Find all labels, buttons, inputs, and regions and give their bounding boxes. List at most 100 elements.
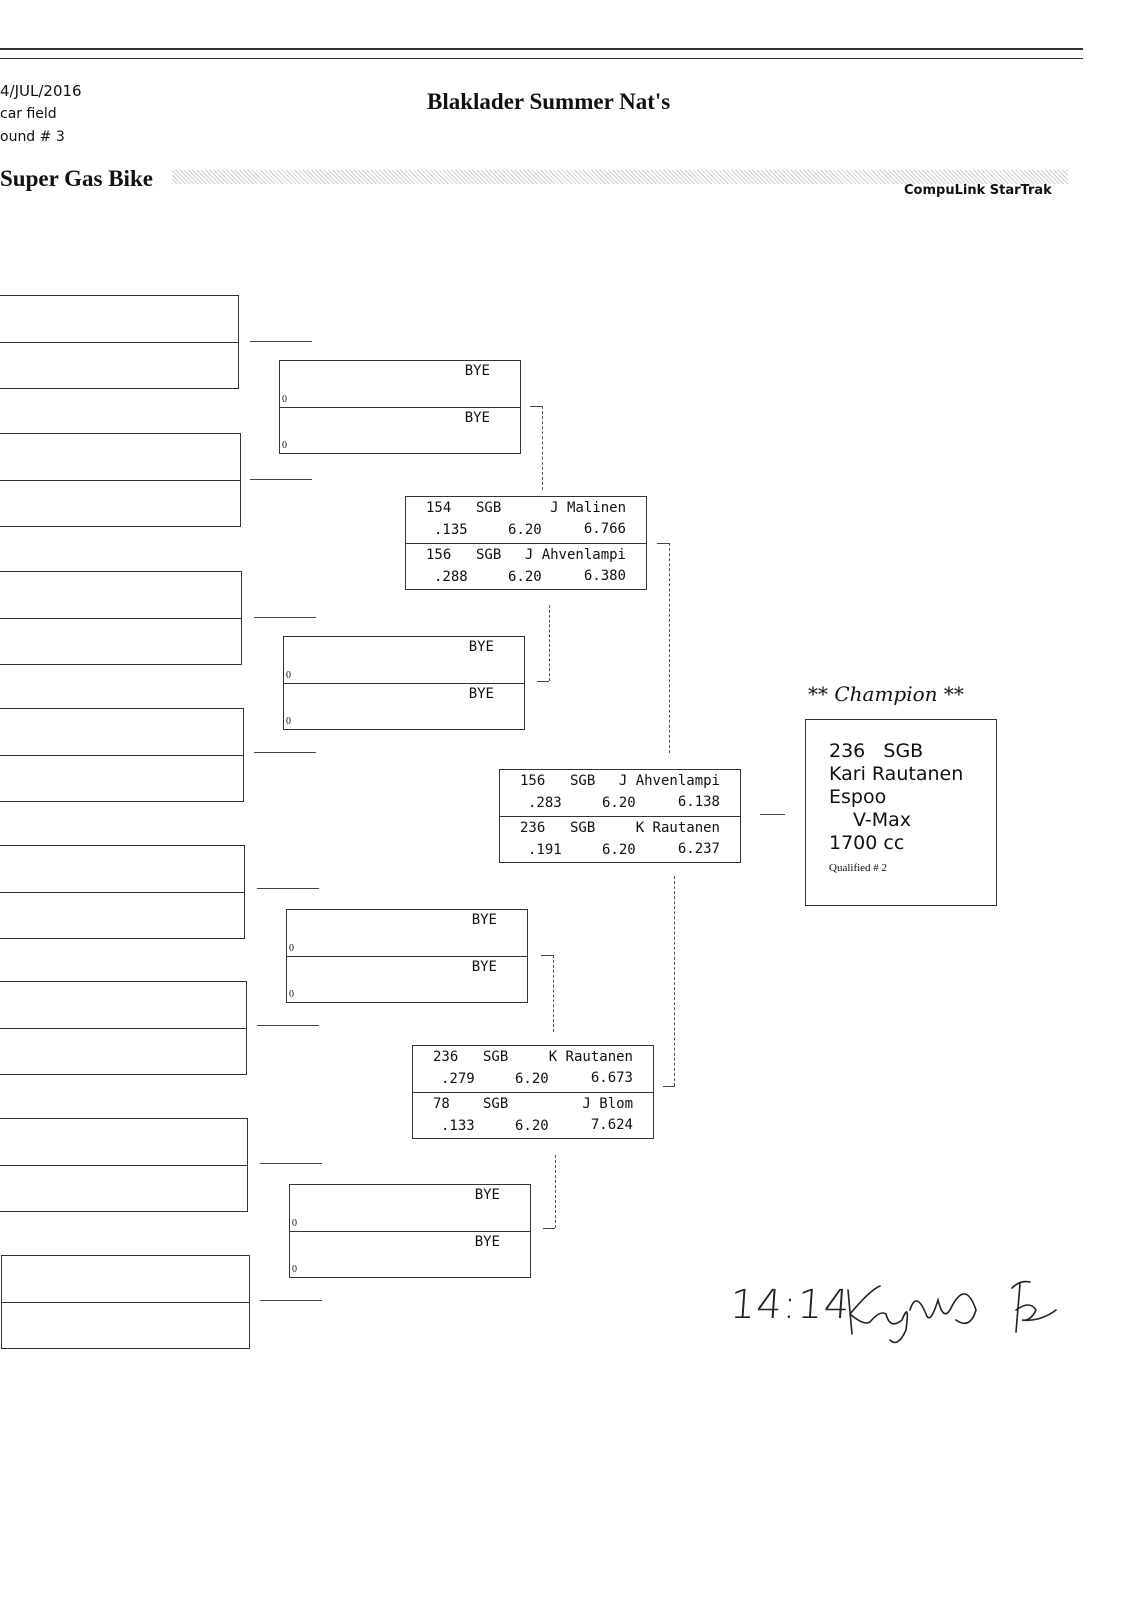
- elapsed-time: 7.624: [590, 1117, 633, 1133]
- reaction-time: .279: [441, 1071, 475, 1087]
- car-number: 236: [433, 1049, 459, 1065]
- car-number: 78: [433, 1096, 450, 1112]
- score: 0: [286, 670, 291, 681]
- round1-match: [0, 433, 241, 527]
- bracket-connector: [657, 543, 669, 544]
- elapsed-time: 6.138: [677, 794, 720, 810]
- lane-slot: [0, 1028, 246, 1074]
- bracket-connector: [549, 605, 550, 681]
- lane-slot: [0, 892, 244, 938]
- class-title: Super Gas Bike: [0, 166, 153, 191]
- driver-name: J Ahvenlampi: [618, 773, 720, 789]
- score: 0: [282, 440, 287, 451]
- dial-in: 6.20: [508, 569, 542, 585]
- lane-slot: [0, 1119, 247, 1165]
- signature-time: 14:14: [728, 1282, 852, 1328]
- lane-slot: [0, 982, 246, 1028]
- elapsed-time: 6.766: [583, 521, 626, 537]
- bracket-connector: [760, 814, 785, 815]
- champion-city: Espoo: [829, 786, 887, 808]
- round1-match: [0, 1255, 250, 1349]
- bracket-connector: [542, 406, 543, 490]
- dial-in: 6.20: [602, 795, 636, 811]
- score: 0: [289, 989, 294, 1000]
- bye-label: BYE: [468, 686, 494, 702]
- lane-slot: [1, 1302, 249, 1348]
- bracket-connector: [541, 955, 553, 956]
- lane-slot: [0, 1165, 247, 1211]
- champion-heading: ** Champion **: [808, 682, 964, 706]
- score: 0: [289, 943, 294, 954]
- shaded-bar: [172, 170, 1068, 184]
- class: SGB: [476, 547, 502, 563]
- bye-label: BYE: [471, 912, 497, 928]
- lane-slot: [0, 434, 240, 480]
- champion-number: 236: [829, 740, 866, 762]
- bye-label: BYE: [464, 363, 490, 379]
- car-number: 156: [426, 547, 452, 563]
- bracket-connector: [254, 617, 316, 618]
- field: car field: [0, 106, 57, 122]
- class: SGB: [483, 1049, 509, 1065]
- champion-car: V-Max: [853, 809, 912, 831]
- bracket-connector: [555, 1155, 556, 1228]
- bye-label: BYE: [468, 639, 494, 655]
- elapsed-time: 6.237: [677, 841, 720, 857]
- champion-engine: 1700 cc: [829, 832, 905, 854]
- class: SGB: [570, 820, 596, 836]
- elapsed-time: 6.673: [590, 1070, 633, 1086]
- bracket-connector: [543, 1228, 555, 1229]
- bracket-connector: [250, 341, 312, 342]
- score: 0: [292, 1264, 297, 1275]
- reaction-time: .191: [528, 842, 562, 858]
- round1-match: [0, 571, 242, 665]
- handwritten-signature: [840, 1270, 1070, 1355]
- bracket-connector: [257, 1025, 319, 1026]
- lane-slot: [0, 480, 240, 526]
- dial-in: 6.20: [508, 522, 542, 538]
- top-rule: [0, 48, 1083, 50]
- bye-label: BYE: [464, 410, 490, 426]
- bracket-connector: [260, 1163, 322, 1164]
- bracket-connector: [250, 479, 312, 480]
- bracket-connector: [553, 955, 554, 1032]
- bracket-connector: [530, 406, 542, 407]
- round1-match: [0, 295, 239, 389]
- reaction-time: .133: [441, 1118, 475, 1134]
- dial-in: 6.20: [602, 842, 636, 858]
- bracket-connector: [257, 888, 319, 889]
- driver-name: J Ahvenlampi: [524, 547, 626, 563]
- driver-name: J Malinen: [550, 500, 626, 516]
- driver-name: K Rautanen: [548, 1049, 633, 1065]
- lane-slot: [0, 618, 241, 664]
- class: SGB: [483, 1096, 509, 1112]
- round1-match: [0, 708, 244, 802]
- bracket-connector: [254, 752, 316, 753]
- score: 0: [286, 716, 291, 727]
- bye-label: BYE: [471, 959, 497, 975]
- lane-slot: [0, 572, 241, 618]
- round1-match: [0, 845, 245, 939]
- bracket-connector: [537, 681, 549, 682]
- bye-label: BYE: [474, 1234, 500, 1250]
- bracket-connector: [260, 1300, 322, 1301]
- reaction-time: .288: [434, 569, 468, 585]
- score: 0: [282, 394, 287, 405]
- dial-in: 6.20: [515, 1118, 549, 1134]
- lane-slot: [0, 296, 238, 342]
- driver-name: K Rautanen: [635, 820, 720, 836]
- score: 0: [292, 1218, 297, 1229]
- champion-class: SGB: [883, 740, 924, 762]
- elapsed-time: 6.380: [583, 568, 626, 584]
- software-label: CompuLink StarTrak: [904, 183, 1052, 198]
- champion-name: Kari Rautanen: [829, 763, 964, 785]
- champion-qualified: Qualified # 2: [829, 862, 888, 874]
- lane-slot: [0, 846, 244, 892]
- bracket-connector: [663, 1086, 675, 1087]
